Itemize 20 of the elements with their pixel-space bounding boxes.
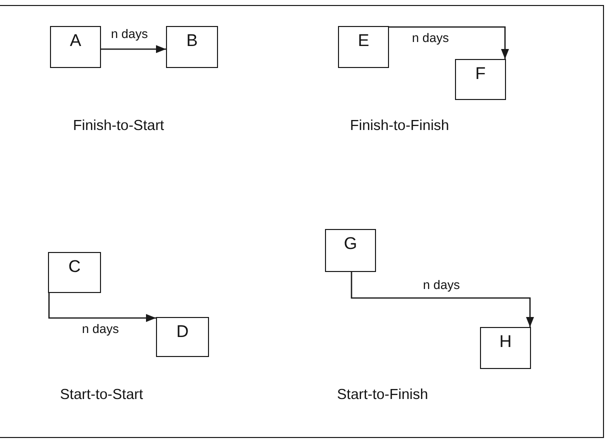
edge-label: n days bbox=[111, 27, 148, 41]
activity-box: G bbox=[325, 229, 376, 272]
caption: Finish-to-Start bbox=[73, 118, 164, 135]
activity-box: D bbox=[156, 317, 209, 357]
caption: Start-to-Finish bbox=[337, 387, 428, 404]
activity-box: F bbox=[455, 59, 506, 100]
activity-box: E bbox=[338, 26, 389, 68]
activity-box: A bbox=[50, 26, 101, 68]
arrow bbox=[101, 45, 166, 54]
activity-box: B bbox=[166, 26, 218, 68]
arrow bbox=[389, 26, 509, 59]
arrow bbox=[350, 272, 534, 327]
activity-box: C bbox=[48, 252, 101, 293]
caption: Start-to-Start bbox=[60, 387, 143, 404]
caption: Finish-to-Finish bbox=[350, 118, 450, 135]
arrow bbox=[48, 293, 156, 322]
activity-box: H bbox=[480, 327, 531, 369]
edge-label: n days bbox=[82, 322, 119, 336]
edge-label: n days bbox=[412, 31, 449, 45]
edge-label: n days bbox=[423, 278, 460, 292]
